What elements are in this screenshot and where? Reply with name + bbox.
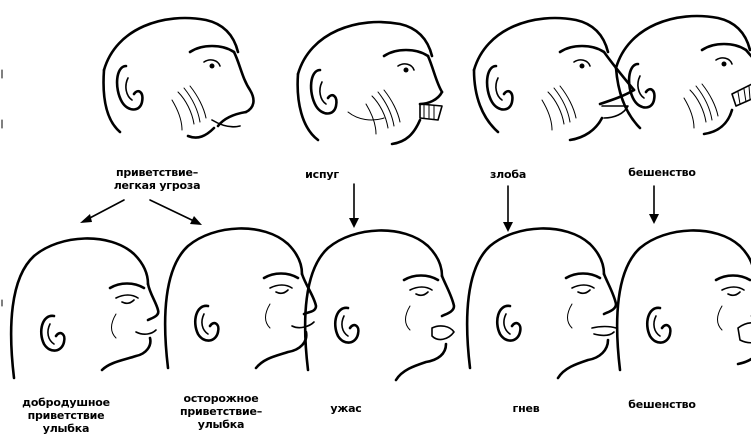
arrow-rage-to-rage (649, 186, 659, 224)
ape-fear-head (298, 22, 442, 144)
label-ape-rage: бешенство (614, 166, 710, 179)
human-kind-smile-head (11, 238, 158, 378)
arrow-anger-to-wrath (503, 186, 513, 232)
label-human-cautious: осторожное приветствие– улыбка (156, 392, 286, 431)
ape-rage-head (616, 16, 751, 134)
label-ape-greeting: приветствие– легкая угроза (88, 166, 226, 192)
label-human-horror: ужас (316, 402, 376, 415)
human-cautious-smile-head (165, 228, 316, 368)
label-human-rage: бешенство (614, 398, 710, 411)
ape-greeting-head (104, 18, 254, 138)
arrow-greeting-to-cautious (150, 200, 202, 225)
label-ape-anger: злоба (476, 168, 540, 181)
label-human-kind: добродушное приветствие улыбка (2, 396, 130, 435)
arrow-greeting-to-kind (80, 200, 124, 223)
human-rage-head (617, 230, 751, 370)
ape-anger-head (474, 18, 634, 140)
human-horror-head (305, 230, 454, 380)
human-wrath-head (467, 228, 616, 378)
label-ape-fear: испуг (292, 168, 352, 181)
label-human-wrath: гнев (496, 402, 556, 415)
arrow-fear-to-horror (349, 184, 359, 228)
